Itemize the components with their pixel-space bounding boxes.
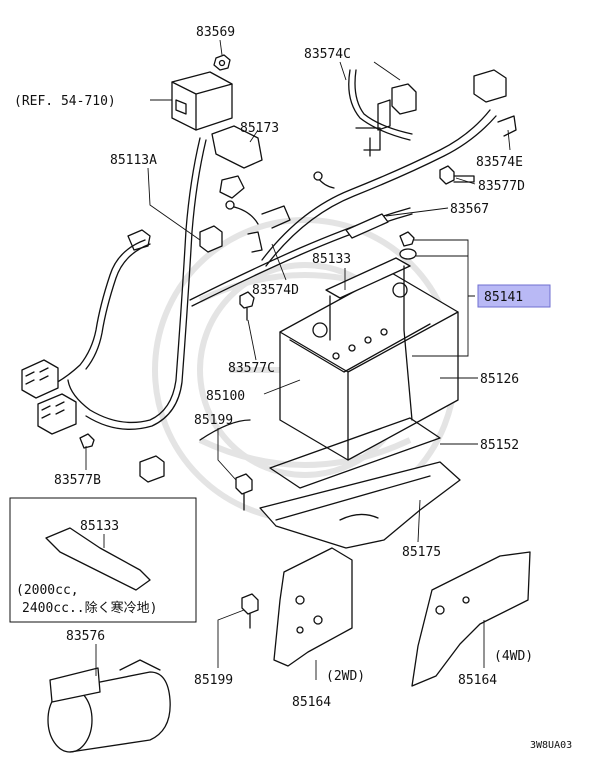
label-85126[interactable]: 85126 [480, 372, 519, 387]
connector-left-upper[interactable] [21, 359, 59, 399]
connector-top-right[interactable] [473, 69, 507, 103]
starter-motor-83576[interactable] [47, 659, 171, 753]
label-85152[interactable]: 85152 [480, 438, 519, 453]
leader-lines [85, 39, 511, 680]
bolt-85199-top[interactable] [235, 473, 253, 511]
label-85175[interactable]: 85175 [402, 545, 441, 560]
ground-cable[interactable] [225, 171, 335, 225]
label-85164-2wd[interactable]: 85164 [292, 695, 331, 710]
tag-4wd: (4WD) [494, 649, 533, 664]
label-83576[interactable]: 83576 [66, 629, 105, 644]
terminal-lead-top[interactable] [127, 229, 151, 251]
bolt-83577c[interactable] [239, 291, 255, 321]
nut-83569[interactable] [213, 54, 231, 71]
label-83577d[interactable]: 83577D [478, 179, 525, 194]
label-83569[interactable]: 83569 [196, 25, 235, 40]
tag-2wd: (2WD) [326, 669, 365, 684]
bolt-83577d[interactable] [439, 165, 475, 185]
inset-note-line2: 2400cc..除く寒冷地) [22, 600, 157, 616]
part-labels: 83569 (REF. 54-710) 83574C 85173 85113A … [14, 25, 572, 751]
terminal-cover-85173[interactable] [211, 125, 263, 199]
label-85199-bottom[interactable]: 85199 [194, 673, 233, 688]
connector-left-lower[interactable] [37, 393, 77, 435]
label-85100[interactable]: 85100 [206, 389, 245, 404]
inset-note-line1: (2000cc, [16, 583, 79, 598]
label-83574c[interactable]: 83574C [304, 47, 351, 62]
hold-down-bar-85133[interactable] [325, 257, 413, 421]
label-85113a[interactable]: 85113A [110, 153, 157, 168]
tray-support-4wd[interactable] [411, 551, 531, 687]
hold-down-sleeve-83567[interactable] [345, 213, 389, 239]
clip-bracket-83574e[interactable] [497, 115, 517, 137]
label-83577c[interactable]: 83577C [228, 361, 275, 376]
diagram-code: 3W8UA03 [530, 740, 572, 751]
battery-tray-85175[interactable] [259, 461, 461, 549]
clip-bracket-83574d[interactable] [247, 205, 291, 253]
label-83574e[interactable]: 83574E [476, 155, 523, 170]
label-ref-54-710[interactable]: (REF. 54-710) [14, 94, 116, 109]
bolt-85199-bottom[interactable] [241, 593, 259, 629]
label-83577b[interactable]: 83577B [54, 473, 101, 488]
label-83567[interactable]: 83567 [450, 202, 489, 217]
bolt-83577b[interactable] [79, 433, 95, 449]
connector-small-center[interactable] [199, 225, 223, 253]
label-85133[interactable]: 85133 [312, 252, 351, 267]
terminal-nuts[interactable] [399, 231, 417, 260]
label-85133-inset[interactable]: 85133 [80, 519, 119, 534]
clip-bracket-83574c[interactable] [355, 127, 381, 157]
label-83574d[interactable]: 83574D [252, 283, 299, 298]
connector-bottom[interactable] [139, 455, 165, 483]
label-85141[interactable]: 85141 [484, 290, 523, 305]
highlight-85141 [477, 284, 551, 308]
connector-top-center[interactable] [377, 83, 417, 131]
inset-box [9, 497, 197, 623]
label-85164-4wd[interactable]: 85164 [458, 673, 497, 688]
tray-support-2wd[interactable] [273, 547, 353, 667]
relay-block[interactable] [171, 71, 233, 131]
label-85199-top[interactable]: 85199 [194, 413, 233, 428]
battery-pad-85152[interactable] [269, 417, 441, 489]
label-85173[interactable]: 85173 [240, 121, 279, 136]
